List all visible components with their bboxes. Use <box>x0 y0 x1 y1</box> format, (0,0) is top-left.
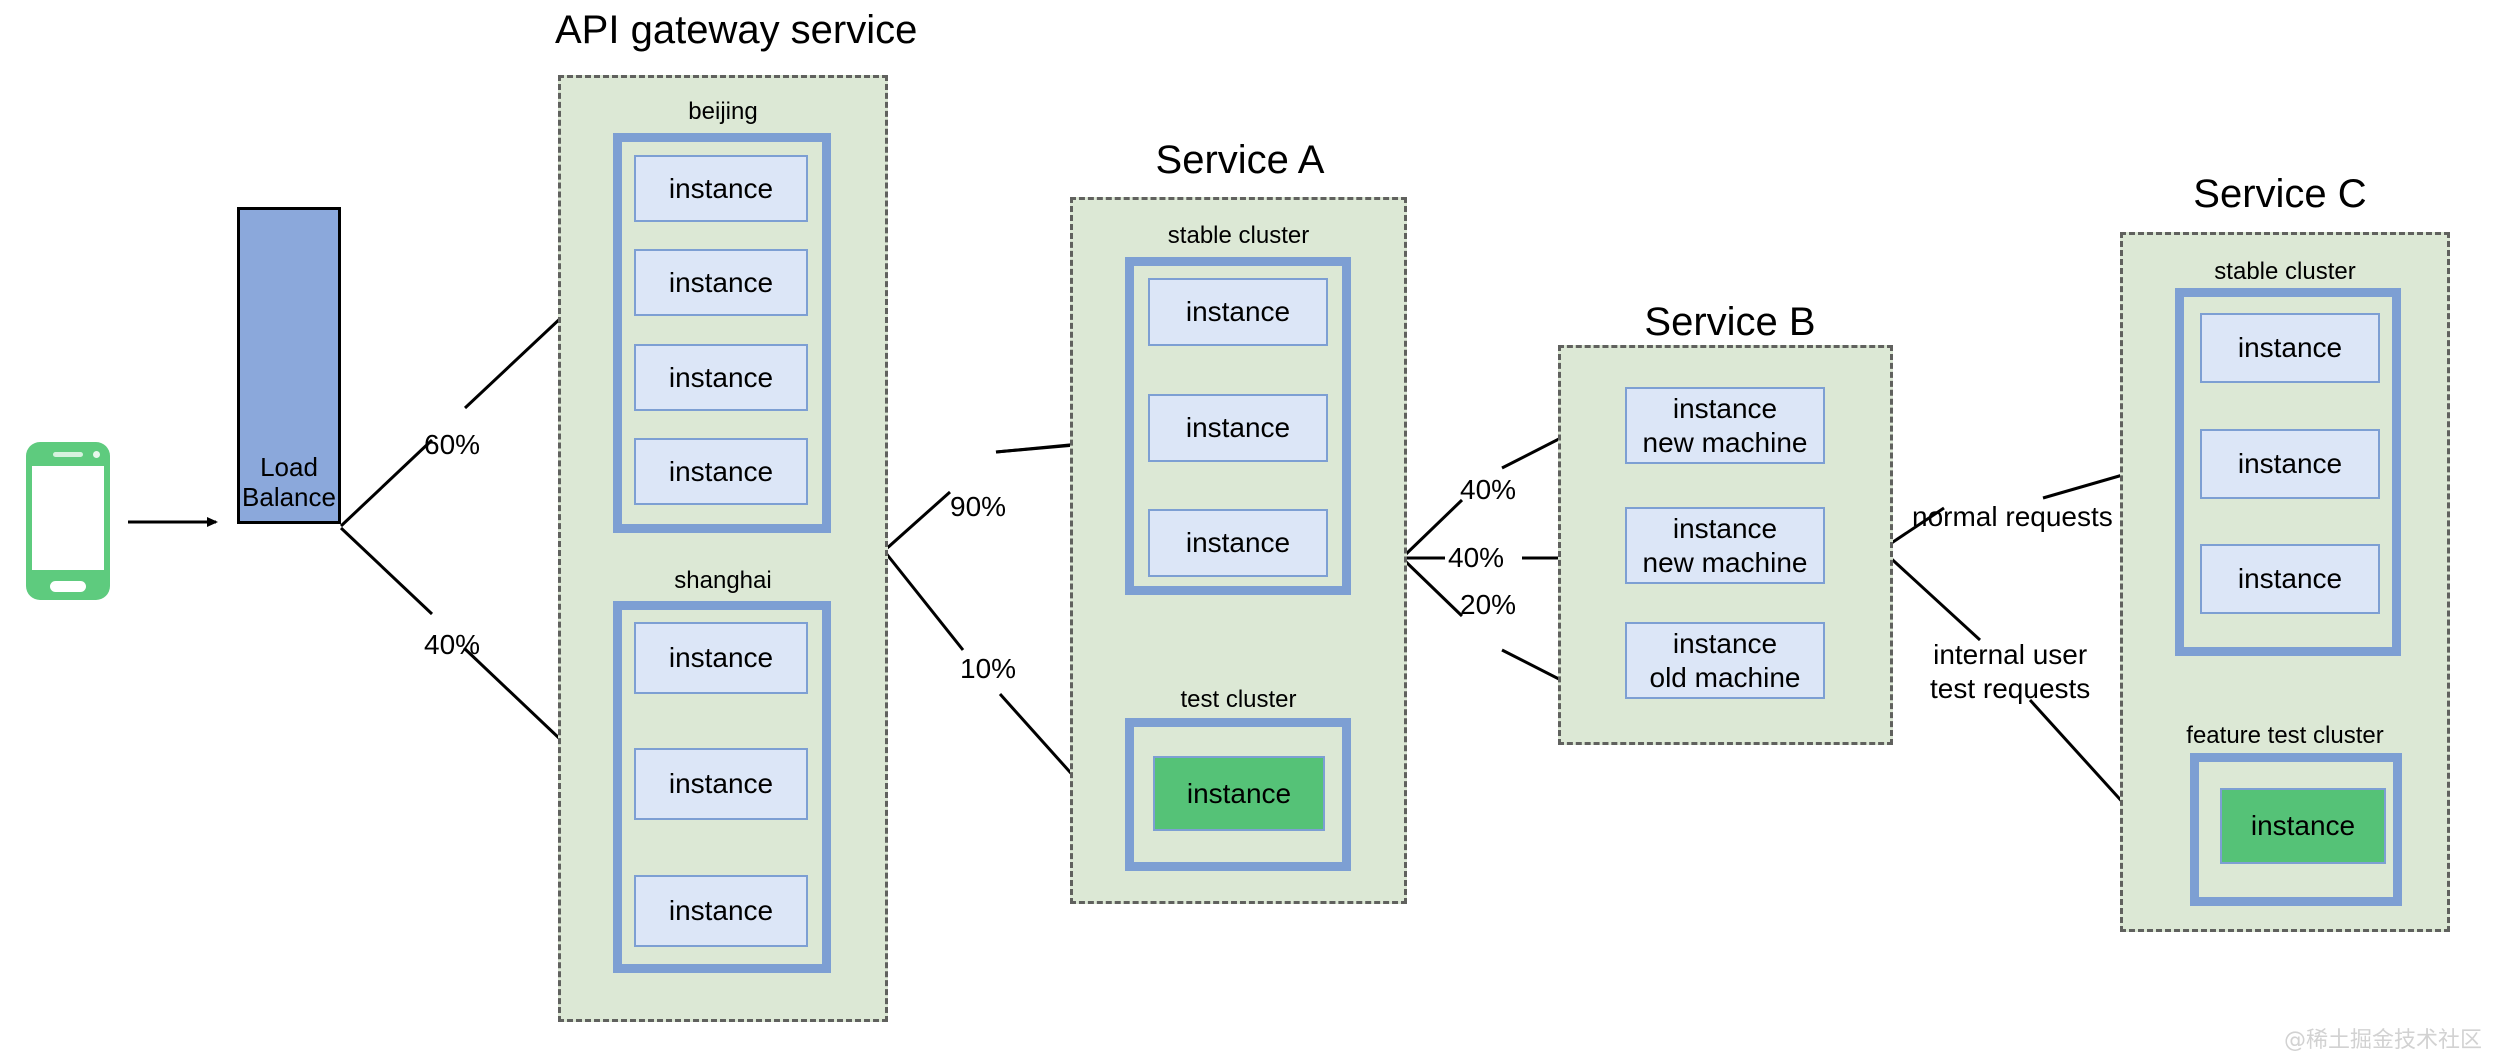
gateway-region-label-beijing: beijing <box>688 98 758 125</box>
service-b-instance-1-line1: instance <box>1672 393 1778 425</box>
service-a-stable-instance-2[interactable]: instance <box>1148 394 1328 462</box>
gateway-beijing-instance-3[interactable]: instance <box>634 344 808 411</box>
gateway-region-label-shanghai: shanghai <box>674 567 772 594</box>
gateway-shanghai-instance-1[interactable]: instance <box>634 622 808 694</box>
edge-label-lb-to-shanghai: 40% <box>424 629 481 660</box>
service-b-instance-new-machine-1[interactable]: instance new machine <box>1625 387 1825 464</box>
service-a-cluster-label-stable: stable cluster <box>1167 222 1310 249</box>
mobile-phone-icon <box>26 442 110 600</box>
load-balance-label-line2: Balance <box>242 482 336 513</box>
gateway-beijing-instance-4[interactable]: instance <box>634 438 808 505</box>
edge-label-b-to-c-test-line1: internal user <box>1933 639 2088 670</box>
service-a-stable-instance-1[interactable]: instance <box>1148 278 1328 346</box>
service-b-instance-3-line2: old machine <box>1649 661 1801 693</box>
edge-label-b-to-c-test: internal user test requests <box>1930 638 2090 705</box>
gateway-beijing-instance-2[interactable]: instance <box>634 249 808 316</box>
gateway-title: API gateway service <box>555 8 918 52</box>
service-a-stable-instance-3[interactable]: instance <box>1148 509 1328 577</box>
phone-camera-icon <box>93 451 100 458</box>
service-b-instance-2-line2: new machine <box>1642 546 1808 578</box>
watermark: @稀土掘金技术社区 <box>2283 1028 2482 1053</box>
service-b-instance-old-machine[interactable]: instance old machine <box>1625 622 1825 699</box>
service-c-cluster-label-feature-test: feature test cluster <box>2186 722 2384 749</box>
edge-label-a-to-b-old: 20% <box>1460 589 1517 620</box>
edge-label-gateway-to-stable-a: 90% <box>950 491 1007 522</box>
service-b-instance-2-line1: instance <box>1672 513 1778 545</box>
edge-label-lb-to-beijing: 60% <box>424 429 481 460</box>
service-b-title: Service B <box>1644 300 1816 344</box>
service-b-instance-new-machine-2[interactable]: instance new machine <box>1625 507 1825 584</box>
service-a-cluster-label-test: test cluster <box>1180 686 1297 713</box>
service-b-instance-1-line2: new machine <box>1642 426 1808 458</box>
gateway-beijing-instance-1[interactable]: instance <box>634 155 808 222</box>
service-c-stable-instance-2[interactable]: instance <box>2200 429 2380 499</box>
edge-lb-to-beijing <box>339 298 582 528</box>
gateway-shanghai-instance-2[interactable]: instance <box>634 748 808 820</box>
service-c-feature-test-instance-1[interactable]: instance <box>2220 788 2386 864</box>
edge-label-gateway-to-test-a: 10% <box>960 653 1017 684</box>
edge-label-a-to-b-new1: 40% <box>1460 474 1517 505</box>
gateway-shanghai-instance-3[interactable]: instance <box>634 875 808 947</box>
service-c-title: Service C <box>2193 172 2367 216</box>
edge-label-b-to-c-test-line2: test requests <box>1930 672 2091 704</box>
service-b-instance-3-line1: instance <box>1672 628 1778 660</box>
service-a-test-instance-1[interactable]: instance <box>1153 756 1325 831</box>
service-c-stable-instance-3[interactable]: instance <box>2200 544 2380 614</box>
service-c-cluster-label-stable: stable cluster <box>2214 258 2356 285</box>
edge-label-b-to-c-normal: normal requests <box>1912 501 2113 532</box>
load-balance-label-line1: Load <box>260 452 318 483</box>
edge-label-a-to-b-new2: 40% <box>1448 542 1505 573</box>
phone-screen <box>32 466 104 570</box>
service-a-title: Service A <box>1155 138 1325 182</box>
service-c-stable-instance-1[interactable]: instance <box>2200 313 2380 383</box>
phone-speaker-icon <box>53 452 83 457</box>
load-balance-node[interactable]: Load Balance <box>237 207 341 524</box>
phone-home-button-icon <box>50 581 86 592</box>
